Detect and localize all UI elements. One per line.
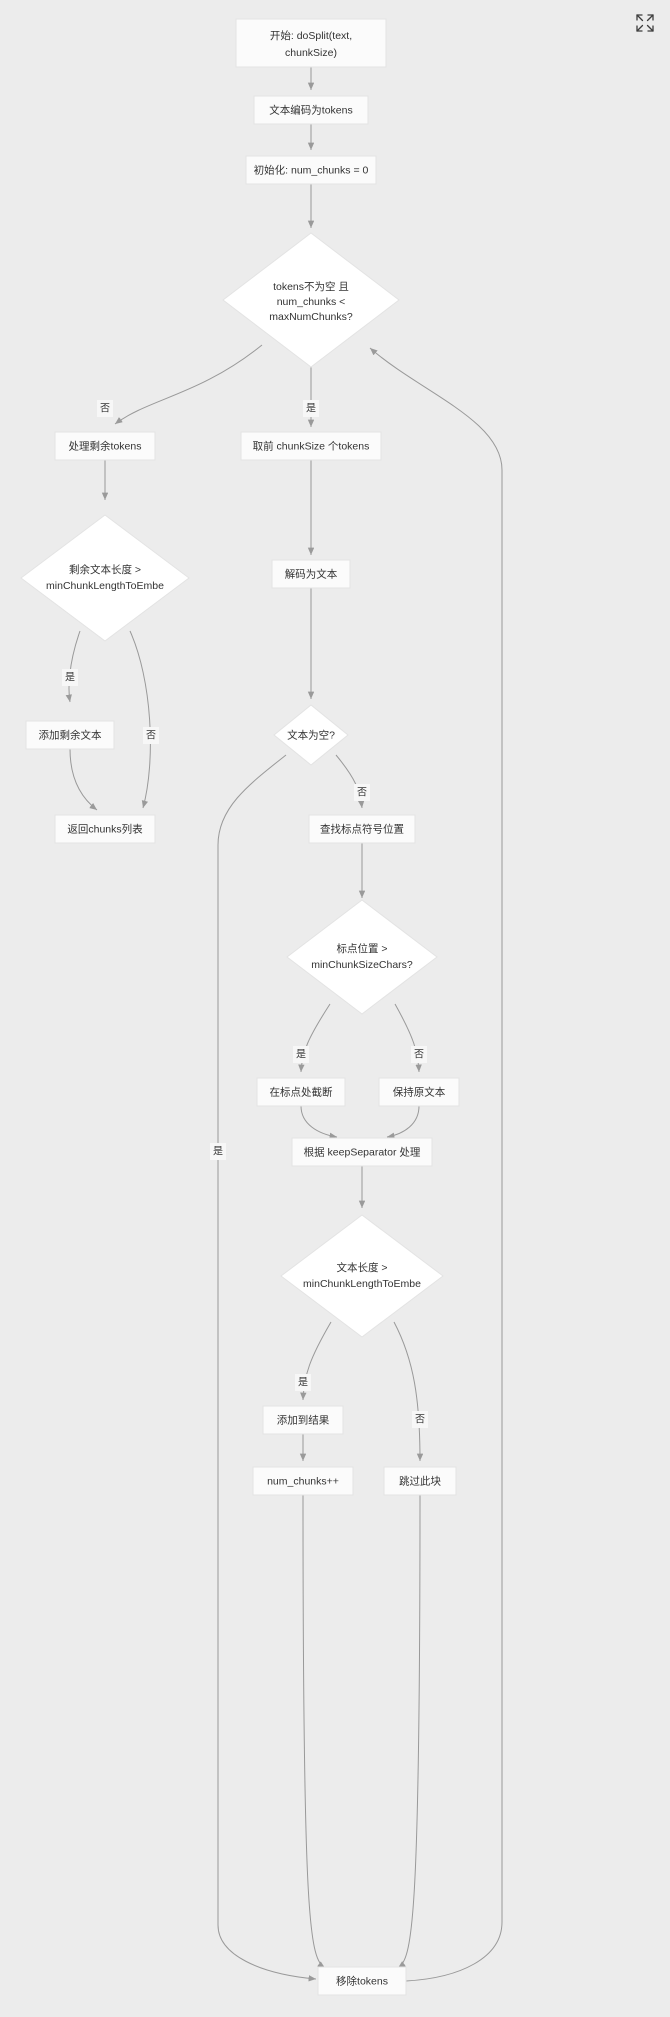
svg-text:是: 是 — [298, 1377, 308, 1389]
svg-text:是: 是 — [306, 403, 316, 415]
edge-label-punct-no: 否 — [411, 1046, 427, 1063]
edge-removetokens-loopcond — [369, 347, 503, 1982]
node-keepsep-label: 根据 keepSeparator 处理 — [304, 1145, 421, 1158]
node-keeporig-label: 保持原文本 — [393, 1085, 446, 1098]
node-encode-label: 文本编码为tokens — [269, 103, 352, 116]
edge-label-isempty-yes: 是 — [210, 1143, 226, 1160]
svg-text:是: 是 — [213, 1146, 223, 1158]
edge-keeporig-keepsep — [386, 1105, 420, 1139]
node-remove-tokens[interactable]: 移除tokens — [317, 1966, 407, 1996]
node-layer: 开始: doSplit(text, chunkSize) 文本编码为tokens… — [20, 18, 460, 1996]
edge-label-layer: 否 是 是 否 否 是 否 — [62, 400, 428, 1428]
node-cutpunct-label: 在标点处截断 — [270, 1085, 333, 1098]
node-loopcond-line-0: tokens不为空 且 — [273, 280, 349, 293]
node-keep-original-text[interactable]: 保持原文本 — [378, 1077, 460, 1107]
node-decode-text[interactable]: 解码为文本 — [271, 559, 351, 589]
node-handle-remaining-tokens[interactable]: 处理剩余tokens — [54, 431, 156, 461]
node-addresult-label: 添加到结果 — [277, 1413, 330, 1426]
node-text-length-check[interactable]: 文本长度 > minChunkLengthToEmbe — [280, 1214, 444, 1338]
node-skip-chunk[interactable]: 跳过此块 — [383, 1466, 457, 1496]
node-numchunks-label: num_chunks++ — [267, 1475, 339, 1487]
node-removetokens-label: 移除tokens — [336, 1974, 388, 1987]
edge-label-textlen-no: 否 — [412, 1411, 428, 1428]
node-start-line-0: 开始: doSplit(text, — [270, 29, 352, 42]
svg-text:否: 否 — [146, 730, 156, 742]
node-add-remaining-text[interactable]: 添加剩余文本 — [25, 720, 115, 750]
edge-layer — [65, 67, 503, 1982]
edge-label-restlen-no: 否 — [143, 727, 159, 744]
node-take-chunk-tokens[interactable]: 取前 chunkSize 个tokens — [240, 431, 382, 461]
edge-restlen-returnchunks — [129, 630, 151, 809]
edge-punctpos-cutpunct — [298, 1003, 331, 1073]
node-restlen-line-1: minChunkLengthToEmbe — [46, 580, 164, 592]
edge-restlen-addrest — [65, 630, 81, 703]
node-init-num-chunks[interactable]: 初始化: num_chunks = 0 — [245, 155, 377, 185]
edge-label-punct-yes: 是 — [293, 1046, 309, 1063]
node-returnchunks-label: 返回chunks列表 — [67, 822, 143, 835]
node-num-chunks-increment[interactable]: num_chunks++ — [252, 1466, 354, 1496]
node-start-line-1: chunkSize) — [285, 47, 337, 59]
node-isempty-label: 文本为空? — [287, 728, 335, 741]
svg-text:是: 是 — [65, 672, 75, 684]
node-encode-tokens[interactable]: 文本编码为tokens — [253, 95, 369, 125]
node-decode-label: 解码为文本 — [285, 567, 338, 580]
edge-isempty-findpunct — [335, 754, 365, 809]
node-start[interactable]: 开始: doSplit(text, chunkSize) — [235, 18, 387, 68]
edge-label-loop-no: 否 — [97, 400, 113, 417]
node-init-label: 初始化: num_chunks = 0 — [254, 163, 369, 176]
node-handlerest-label: 处理剩余tokens — [69, 439, 142, 452]
edge-numchunks-removetokens — [302, 1494, 326, 1969]
edge-textlen-addresult — [300, 1321, 332, 1401]
edge-loopcond-handlerest — [114, 344, 263, 425]
edge-label-restlen-yes: 是 — [62, 669, 78, 686]
node-text-empty-check[interactable]: 文本为空? — [273, 704, 349, 766]
node-find-punctuation[interactable]: 查找标点符号位置 — [308, 814, 416, 844]
node-keep-separator-handling[interactable]: 根据 keepSeparator 处理 — [291, 1137, 433, 1167]
node-textlen-line-1: minChunkLengthToEmbe — [303, 1278, 421, 1290]
node-skipchunk-label: 跳过此块 — [399, 1474, 441, 1487]
svg-text:否: 否 — [100, 403, 110, 415]
edge-label-isempty-no: 否 — [354, 784, 370, 801]
fullscreen-icon[interactable] — [634, 12, 656, 34]
edge-textlen-skipchunk — [393, 1321, 424, 1462]
edge-label-loop-yes: 是 — [303, 400, 319, 417]
svg-text:否: 否 — [357, 787, 367, 799]
svg-text:否: 否 — [415, 1414, 425, 1426]
node-return-chunks[interactable]: 返回chunks列表 — [54, 814, 156, 844]
node-findpunct-label: 查找标点符号位置 — [320, 822, 404, 835]
node-addrest-label: 添加剩余文本 — [39, 728, 102, 741]
node-add-to-result[interactable]: 添加到结果 — [262, 1405, 344, 1435]
node-remaining-length-check[interactable]: 剩余文本长度 > minChunkLengthToEmbe — [20, 514, 190, 642]
node-loop-condition[interactable]: tokens不为空 且 num_chunks < maxNumChunks? — [222, 232, 400, 368]
edge-cutpunct-keepsep — [300, 1105, 338, 1140]
fullscreen-glyph — [636, 14, 654, 32]
svg-text:是: 是 — [296, 1049, 306, 1061]
edge-isempty-removetokens — [217, 754, 317, 1982]
edge-skipchunk-removetokens — [397, 1494, 421, 1969]
node-textlen-line-0: 文本长度 > — [336, 1261, 387, 1274]
edge-punctpos-keeporig — [394, 1003, 422, 1073]
node-punctpos-line-0: 标点位置 > — [336, 942, 387, 955]
node-loopcond-line-2: maxNumChunks? — [269, 311, 353, 323]
node-loopcond-line-1: num_chunks < — [277, 296, 346, 308]
svg-text:否: 否 — [414, 1049, 424, 1061]
node-punctpos-line-1: minChunkSizeChars? — [311, 959, 413, 971]
edge-addrest-returnchunks — [69, 748, 98, 811]
node-punct-position-check[interactable]: 标点位置 > minChunkSizeChars? — [286, 899, 438, 1015]
edge-label-textlen-yes: 是 — [295, 1374, 311, 1391]
node-takechunk-label: 取前 chunkSize 个tokens — [253, 439, 370, 452]
node-restlen-line-0: 剩余文本长度 > — [69, 563, 141, 576]
node-cut-at-punctuation[interactable]: 在标点处截断 — [256, 1077, 346, 1107]
